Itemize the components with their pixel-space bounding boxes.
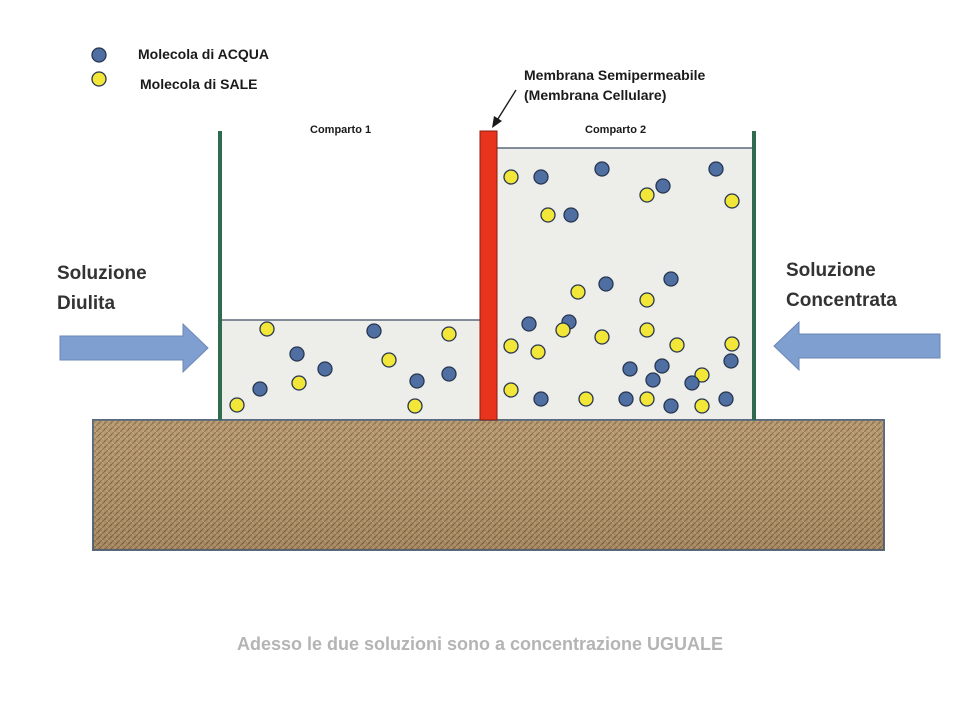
water-molecule (409, 373, 425, 389)
water-molecule (366, 323, 382, 339)
water-molecule (521, 316, 537, 332)
dilute-solution-label-line2: Diulita (57, 293, 116, 314)
legend-salt-icon (91, 71, 107, 87)
salt-molecule (669, 337, 685, 353)
membrane-label-line2: (Membrana Cellulare) (524, 87, 667, 103)
left-arrow-icon (59, 322, 209, 374)
water-molecule (663, 271, 679, 287)
water-molecule (563, 207, 579, 223)
water-molecule (718, 391, 734, 407)
salt-molecule (724, 336, 740, 352)
salt-molecule (639, 187, 655, 203)
membrane-label: Membrana Semipermeabile (Membrana Cellul… (524, 65, 705, 105)
water-molecule (645, 372, 661, 388)
container-wall-right (752, 131, 756, 420)
compartment-1-label: Comparto 1 (310, 124, 372, 136)
salt-molecule (639, 391, 655, 407)
molecules (229, 161, 740, 414)
water-molecule (317, 361, 333, 377)
water-molecule (723, 353, 739, 369)
legend-salt-label: Molecola di SALE (140, 76, 258, 92)
water-molecule (441, 366, 457, 382)
water-molecule (598, 276, 614, 292)
salt-molecule (555, 322, 571, 338)
water-molecule (708, 161, 724, 177)
compartment-2-label: Comparto 2 (585, 124, 647, 136)
concentrated-solution-label: Soluzione Concentrata (786, 256, 897, 316)
water-molecule (622, 361, 638, 377)
membrane-label-line1: Membrana Semipermeabile (524, 67, 706, 83)
water-molecule (533, 391, 549, 407)
water-molecule (655, 178, 671, 194)
ground-base (92, 419, 885, 551)
salt-molecule (381, 352, 397, 368)
legend-water-label: Molecola di ACQUA (138, 46, 269, 62)
salt-molecule (441, 326, 457, 342)
water-molecule (533, 169, 549, 185)
water-molecule (289, 346, 305, 362)
salt-molecule (259, 321, 275, 337)
salt-molecule (503, 338, 519, 354)
dilute-solution-label-line1: Soluzione (57, 263, 147, 284)
salt-molecule (291, 375, 307, 391)
caption: Adesso le due soluzioni sono a concentra… (236, 634, 724, 654)
water-molecule (618, 391, 634, 407)
salt-molecule (594, 329, 610, 345)
right-arrow-icon (773, 320, 941, 372)
salt-molecule (639, 322, 655, 338)
membrane-pointer-arrow (492, 89, 517, 128)
salt-molecule (724, 193, 740, 209)
dilute-solution-label: Soluzione Diulita (57, 259, 147, 319)
salt-molecule (503, 169, 519, 185)
salt-molecule (503, 382, 519, 398)
concentrated-solution-label-line1: Soluzione (786, 260, 876, 281)
solution-compartment-1 (221, 320, 480, 419)
water-molecule (684, 375, 700, 391)
salt-molecule (407, 398, 423, 414)
water-molecule (252, 381, 268, 397)
concentrated-solution-label-line2: Concentrata (786, 290, 897, 311)
salt-molecule (229, 397, 245, 413)
salt-molecule (578, 391, 594, 407)
water-molecule (654, 358, 670, 374)
salt-molecule (530, 344, 546, 360)
salt-molecule (694, 367, 710, 383)
salt-molecule (570, 284, 586, 300)
container-wall-left (218, 131, 222, 420)
legend-water-icon (91, 47, 107, 63)
salt-molecule (639, 292, 655, 308)
salt-molecule (540, 207, 556, 223)
water-molecule (594, 161, 610, 177)
water-molecule (663, 398, 679, 414)
salt-molecule (694, 398, 710, 414)
solution-compartment-2 (497, 148, 754, 419)
semipermeable-membrane (479, 130, 498, 421)
